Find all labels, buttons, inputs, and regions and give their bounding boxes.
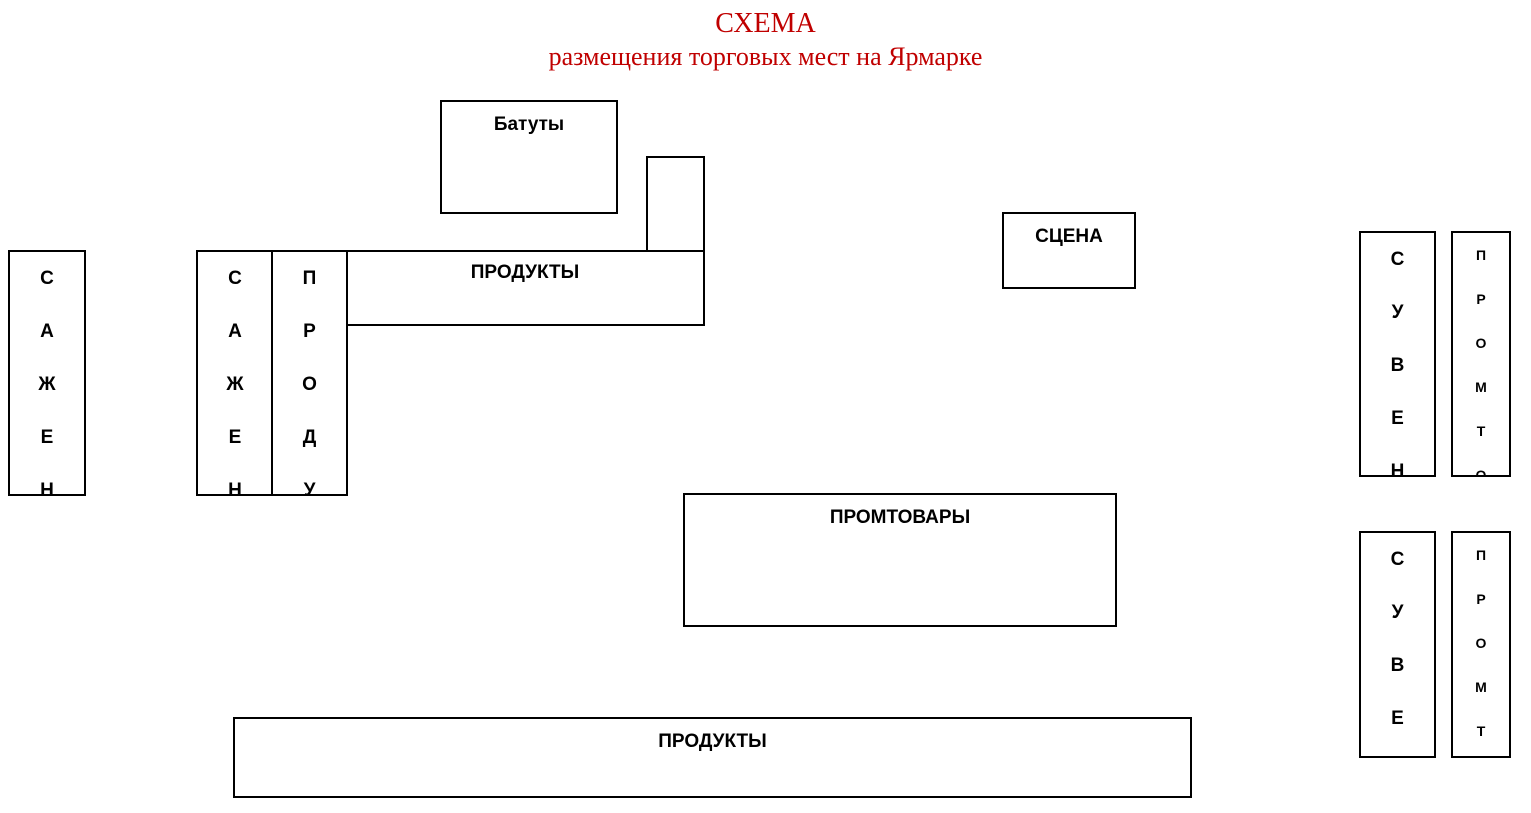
diagram-title: СХЕМА размещения торговых мест на Ярмарк…	[0, 6, 1531, 74]
letter: П	[302, 268, 317, 289]
letter: С	[228, 268, 242, 289]
stall-suveniry-top: С У В Е Н	[1359, 231, 1436, 477]
stall-produkty-bottom-label: ПРОДУКТЫ	[658, 731, 767, 752]
stall-produkty-bottom: ПРОДУКТЫ	[233, 717, 1192, 798]
stall-promtovary-vertical-top: П Р О М Т О	[1451, 231, 1511, 477]
letter: Р	[1476, 291, 1486, 307]
letter: Д	[302, 427, 317, 448]
letter: Н	[228, 480, 242, 496]
stage-scena-label: СЦЕНА	[1035, 226, 1103, 247]
stage-scena: СЦЕНА	[1002, 212, 1136, 289]
letter: М	[1475, 679, 1487, 695]
stall-produkty-vertical: П Р О Д У	[271, 250, 348, 496]
letter: О	[1475, 635, 1487, 651]
stall-produkty-top: ПРОДУКТЫ	[345, 250, 705, 326]
letter: Н	[40, 480, 54, 496]
letter: О	[1475, 467, 1487, 477]
stall-suveniry-bottom: С У В Е	[1359, 531, 1436, 758]
letter: В	[1390, 655, 1405, 676]
letter: Т	[1476, 723, 1486, 739]
letter: Р	[1476, 591, 1486, 607]
letter: У	[1391, 602, 1404, 623]
stall-small-empty	[646, 156, 705, 252]
letter: П	[1475, 247, 1487, 263]
stall-promtovary-label: ПРОМТОВАРЫ	[829, 507, 971, 528]
stall-batuty-label: Батуты	[493, 114, 565, 135]
letter: А	[228, 321, 242, 342]
title-line-2: размещения торговых мест на Ярмарке	[548, 42, 983, 71]
letter: Е	[40, 427, 54, 448]
letter: С	[1390, 549, 1405, 570]
letter: Ж	[226, 374, 244, 395]
letter: Р	[303, 321, 316, 342]
letter: В	[1390, 355, 1405, 376]
letter: Е	[228, 427, 242, 448]
letter: М	[1475, 379, 1487, 395]
letter: П	[1475, 547, 1487, 563]
letter: С	[1390, 249, 1405, 270]
letter: А	[40, 321, 54, 342]
letter: Е	[1391, 708, 1404, 729]
stall-sazhentsy-mid: С А Ж Е Н	[196, 250, 274, 496]
letter: Ж	[38, 374, 56, 395]
letter: У	[303, 480, 316, 496]
letter: О	[1475, 335, 1487, 351]
stall-produkty-top-label: ПРОДУКТЫ	[470, 262, 580, 283]
letter: С	[40, 268, 54, 289]
stall-batuty: Батуты	[440, 100, 618, 214]
title-line-1: СХЕМА	[715, 8, 816, 39]
letter: У	[1391, 302, 1404, 323]
letter: Н	[1390, 461, 1405, 477]
letter: Т	[1476, 423, 1486, 439]
stall-sazhentsy-left: С А Ж Е Н	[8, 250, 86, 496]
letter: О	[302, 374, 317, 395]
stall-promtovary: ПРОМТОВАРЫ	[683, 493, 1117, 627]
stall-promtovary-vertical-bottom: П Р О М Т	[1451, 531, 1511, 758]
letter: Е	[1391, 408, 1404, 429]
